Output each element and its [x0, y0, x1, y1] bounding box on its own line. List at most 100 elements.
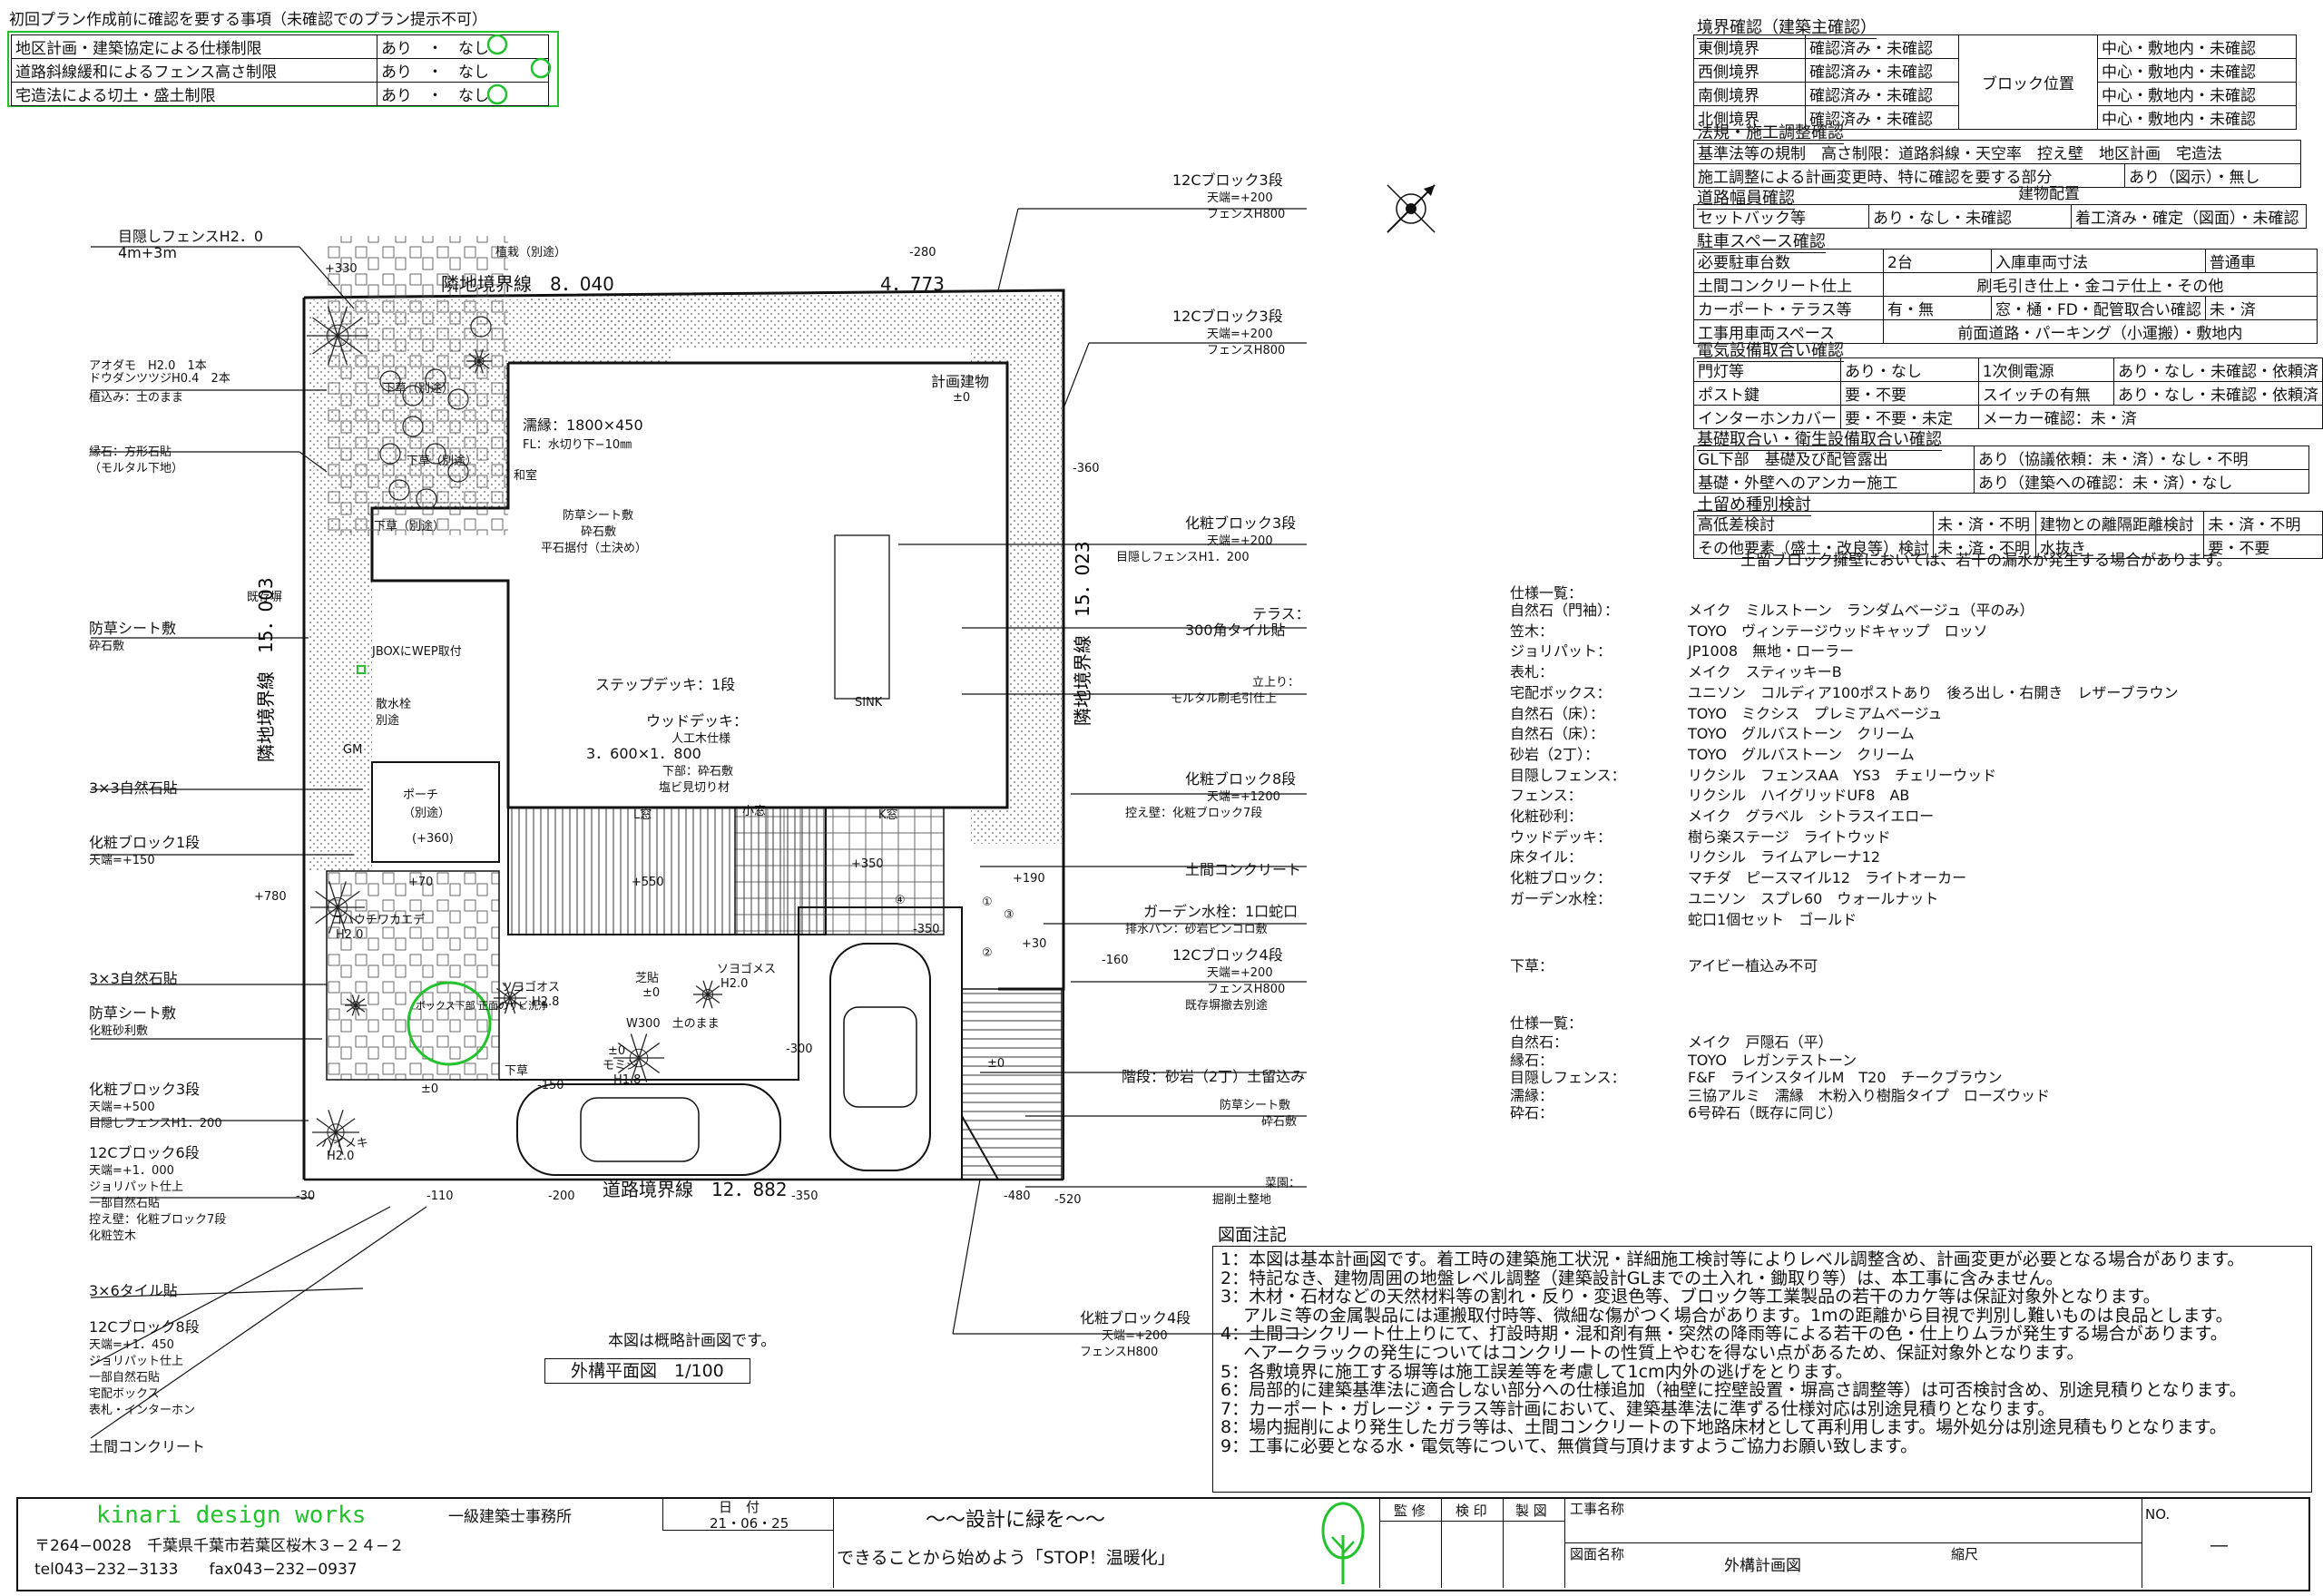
plan-label: H2.0 [327, 1150, 354, 1163]
plan-label: 植込み：土のまま [89, 391, 183, 405]
spec-label: 床タイル： [1510, 848, 1583, 867]
shrub-icon [402, 385, 424, 406]
notes-title: 図面注記 [1218, 1225, 1288, 1245]
checklist-label: 宅造法による切土・盛土制限 [11, 82, 377, 106]
plan-label: 一部自然石貼 [89, 1370, 160, 1385]
plan-label: -110 [426, 1190, 454, 1203]
spec-label: 縁石： [1510, 1051, 1554, 1069]
road-cell: あり・なし・未確認 [1868, 204, 2072, 229]
regulations-row: 施工調整による計画変更時、特に確認を要する部分 [1693, 163, 2125, 188]
note-line: 2：特記なき、建物周囲の地盤レベル調整（建築設計GLまでの土入れ・鋤取り等）は、… [1220, 1268, 2063, 1288]
electric-cell: あり・なし・未確認・依頼済 [2112, 381, 2323, 406]
shrub-icon [416, 488, 437, 510]
plan-label: 300角タイル貼 [1185, 622, 1286, 639]
plan-label: 目隠しフェンスH1．200 [1116, 551, 1250, 564]
plan-label: (+360) [412, 832, 454, 846]
car-icon [516, 1083, 781, 1176]
parking-cell: 刷毛引き仕上・金コテ仕上・その他 [1883, 272, 2318, 297]
boundary-status: 確認済み・未確認 [1805, 34, 1959, 59]
electric-cell: 門灯等 [1693, 357, 1841, 382]
plan-label: 小窓 [742, 804, 766, 818]
shrub-icon [379, 370, 401, 392]
plan-label: 宅配ボックス [89, 1387, 160, 1401]
parking-cell: 2台 [1883, 249, 1992, 273]
gravel-area [526, 295, 1062, 349]
plan-label: 塩ビ見切り材 [659, 781, 730, 795]
no-value: ― [2210, 1535, 2228, 1555]
plan-label: 縁石：方形石貼 [89, 445, 172, 459]
plan-label: 濡縁：1800×450 [523, 416, 643, 434]
note-circle [407, 981, 492, 1066]
plan-label: 別途 [376, 713, 399, 728]
plan-label: 目隠しフェンスH2．0 [118, 228, 263, 245]
boundary-pos: 中心・敷地内・未確認 [2097, 82, 2297, 106]
plan-label: 防草シート敷 [89, 620, 176, 637]
electric-cell: 要・不要 [1840, 381, 1979, 406]
plan-label: （別途） [403, 806, 450, 820]
parking-cell: 土間コンクリート仕上 [1693, 272, 1884, 297]
leader-lines [90, 208, 1307, 1439]
note-line: 6：局部的に建築基準法に適合しない部分への仕様追加（袖壁に控壁設置・塀高さ調整等… [1220, 1380, 2247, 1401]
boundary-dimension: 隣地境界線 15．023 [1072, 541, 1093, 726]
regulations-value: あり（図示）・無し [2124, 163, 2301, 188]
plan-label: -280 [909, 246, 936, 259]
spec-value: マチダ ピースマイル12 ライトオーカー [1688, 869, 1967, 887]
plan-label: ハイノキ [321, 1137, 368, 1150]
plan-label: 下草（別途） [383, 381, 454, 396]
company-sub: 一級建築士事務所 [448, 1508, 572, 1526]
plan-label: 4．773 [880, 273, 945, 295]
note-line: 5：各敷境界に施工する塀等は施工誤差等を考慮して1cm内外の逃げをとります。 [1220, 1361, 1853, 1382]
spec-value: TOYO グルバストーン クリーム [1688, 725, 1915, 743]
plan-label: 植栽（別途） [495, 245, 566, 259]
slogan-1: ～～設計に緑を～～ [926, 1509, 1106, 1532]
tree-icon [494, 982, 526, 1014]
spec-value: F&F ラインスタイルM T20 チークブラウン [1688, 1069, 2003, 1086]
plan-label: （モルタル下地） [89, 462, 183, 475]
plan-label: 掘削土整地 [1212, 1193, 1271, 1207]
tree-icon [307, 306, 368, 366]
spec-value: 蛇口1個セット ゴールド [1688, 910, 1857, 928]
tree-logo-icon [1321, 1502, 1365, 1584]
notes-box: 1：本図は基本計画図です。着工時の建築施工状況・詳細施工検討等によりレベル調整含… [1212, 1246, 2312, 1493]
plan-label: 天端=+200 [1207, 191, 1273, 205]
plan-label: 12Cブロック4段 [1172, 946, 1283, 964]
plan-label: ステップデッキ：1段 [595, 676, 735, 693]
foundation-cell: あり（協議依頼：未・済）・なし・不明 [1974, 446, 2309, 470]
plan-label: 砕石敷 [89, 640, 124, 653]
spec-value: TOYO グルバストーン クリーム [1688, 745, 1915, 763]
retaining-cell: 高低差検討 [1693, 511, 1934, 535]
spec-value: TOYO ヴィンテージウッドキャップ ロッソ [1688, 622, 1988, 640]
plan-label: FL：水切り下−10㎜ [523, 438, 632, 452]
road-cell: 着工済み・確定（図面）・未確認 [2071, 204, 2307, 229]
plan-label: ±0 [642, 986, 660, 1000]
checklist-label: 道路斜線緩和によるフェンス高さ制限 [11, 58, 377, 83]
north-arrow-icon [1387, 184, 1436, 233]
plan-label: 既存塀撤去別途 [1185, 998, 1268, 1013]
spec-label: 化粧ブロック： [1510, 869, 1612, 887]
spec-value: メイク ミルストーン ランダムベージュ（平のみ） [1688, 602, 2034, 619]
plan-label: 化粧笠木 [89, 1229, 136, 1243]
plan-label: ② [982, 946, 993, 960]
note-line: 3：木材・石材などの天然材料等の割れ・反り・変退色等、ブロック等工業製品の若干の… [1220, 1287, 2161, 1307]
foundation-cell: GL下部 基礎及び配管露出 [1693, 446, 1975, 470]
checklist-value: あり ・ なし [377, 82, 549, 106]
spec-title: 仕様一覧： [1510, 584, 1583, 602]
check-circle [486, 34, 508, 55]
road-table: セットバック等あり・なし・未確認着工済み・確定（図面）・未確認 [1693, 204, 2307, 229]
spec-label: 砕石： [1510, 1104, 1554, 1121]
parking-cell: 窓・樋・FD・配管取合い確認 [1991, 296, 2206, 320]
plan-label: 道路境界線 12．882 [603, 1179, 788, 1200]
plan-label: -360 [1073, 462, 1100, 475]
plan-label: +330 [325, 262, 358, 276]
plan-label: 散水栓 [376, 698, 411, 711]
green-note-label: ボックス下部 正面のサビ洗浄 [416, 999, 548, 1012]
tree-icon [613, 1033, 664, 1082]
plan-label: 化粧ブロック3段 [1185, 514, 1296, 532]
plan-label: フェンスH800 [1207, 983, 1285, 996]
plan-label: 防草シート敷 [89, 1004, 176, 1022]
retaining-cell: 水抜き [2034, 534, 2205, 559]
